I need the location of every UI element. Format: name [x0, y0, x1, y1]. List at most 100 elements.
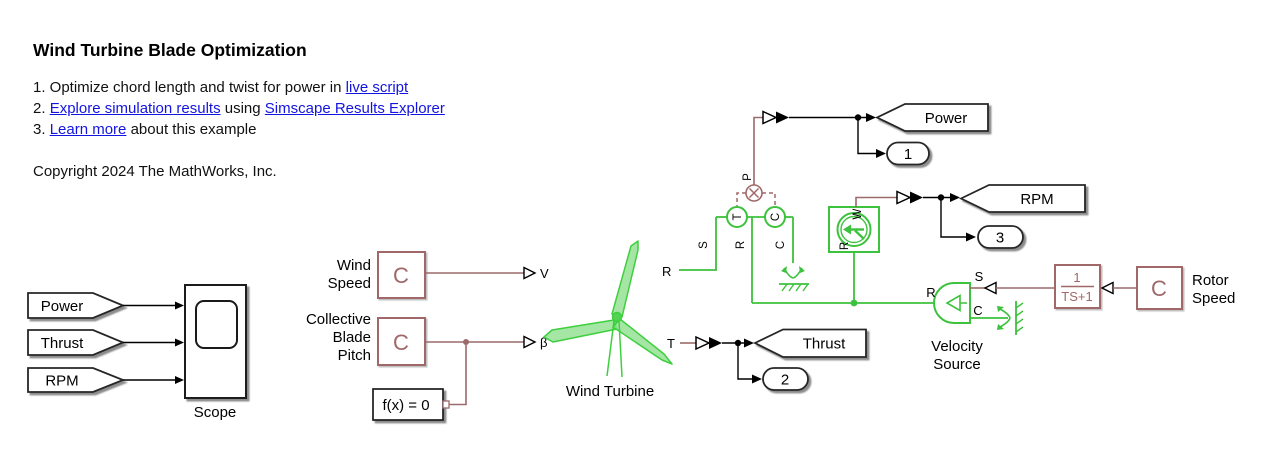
ps-simulink-converter[interactable]: [695, 335, 722, 351]
filter-numerator: 1: [1073, 270, 1080, 285]
gauge-icon: [840, 215, 868, 244]
from-tag-rpm[interactable]: RPM: [27, 367, 126, 393]
arrowhead: [175, 301, 184, 310]
motion-sensor-port-w-label: W: [852, 208, 864, 219]
outport-2-label: 2: [781, 372, 789, 389]
pitch-source-block[interactable]: C: [377, 317, 426, 366]
junction-dot: [463, 339, 469, 345]
link-learn-more[interactable]: Learn more: [49, 121, 127, 138]
arrowhead: [966, 232, 976, 242]
turbine-port-t-label: T: [667, 336, 675, 351]
mechanical-connection-line: [679, 217, 717, 271]
goto-tag-thrust[interactable]: Thrust: [752, 328, 867, 358]
rotor-speed-source-block[interactable]: C: [1136, 266, 1183, 310]
scope-label: Scope: [194, 404, 237, 421]
description-line-3: 3. Learn more about this example: [33, 119, 445, 140]
sensor-port-r-label: R: [735, 241, 747, 249]
scope-block[interactable]: Scope: [184, 284, 247, 421]
sensor-port-p-label: P: [742, 173, 754, 181]
turbine-blade-icon: [611, 240, 639, 318]
pitch-label-line3: Pitch: [338, 347, 371, 364]
wind-speed-label-line2: Speed: [328, 275, 371, 292]
velocity-source-port-s-label: S: [975, 269, 984, 284]
link-live-script[interactable]: live script: [345, 79, 409, 96]
goto-tag-rpm[interactable]: RPM: [958, 184, 1086, 213]
from-tag-thrust[interactable]: Thrust: [27, 329, 126, 356]
description-line-1: 1. Optimize chord length and twist for p…: [33, 77, 445, 98]
motion-sensor-port-r-label: R: [839, 242, 851, 250]
velocity-sensor-icon: [764, 206, 786, 228]
velocity-sensor-letter: C: [770, 213, 782, 221]
physical-signal-line: [753, 116, 763, 185]
turbine-blade-icon: [543, 319, 618, 343]
outport-2[interactable]: 2: [762, 367, 809, 391]
description-line-2: 2. Explore simulation results using Sims…: [33, 98, 445, 119]
arrowhead: [866, 113, 876, 122]
turbine-tower-icon: [618, 320, 623, 378]
rotor-speed-label-line1: Rotor: [1192, 272, 1229, 289]
controlled-source-letter: C: [393, 330, 409, 355]
goto-tag-thrust-label: Thrust: [803, 336, 846, 353]
solver-label: f(x) = 0: [382, 397, 429, 414]
sensor-dashed-link: [736, 192, 776, 206]
scope-screen-icon: [195, 300, 238, 349]
model-title: Wind Turbine Blade Optimization: [33, 40, 307, 60]
wind-turbine-block[interactable]: [543, 240, 673, 378]
link-results-explorer[interactable]: Simscape Results Explorer: [264, 100, 445, 117]
link-explore-results[interactable]: Explore simulation results: [49, 100, 221, 117]
turbine-blade-icon: [612, 318, 673, 365]
solver-configuration-block[interactable]: f(x) = 0: [372, 388, 450, 421]
wind-speed-label-line1: Wind: [337, 257, 371, 274]
power-sensor-block[interactable]: T C P S R C: [698, 173, 794, 303]
gauge-needle-icon: [843, 224, 851, 235]
outport-1-label: 1: [904, 146, 912, 163]
outport-3-label: 3: [996, 230, 1004, 247]
outport-1[interactable]: 1: [886, 141, 930, 166]
rotational-reference-icon[interactable]: [997, 301, 1024, 335]
text-segment: about this example: [126, 121, 257, 138]
torque-sensor-letter: T: [732, 213, 744, 220]
wind-speed-source-block[interactable]: C: [377, 251, 426, 299]
arrowhead: [175, 376, 184, 384]
arrowhead: [950, 193, 960, 202]
controlled-source-letter: C: [393, 263, 409, 288]
port-triangle-icon: [1100, 281, 1114, 295]
text-segment: 2.: [33, 100, 50, 117]
velocity-source-block[interactable]: R S C: [926, 269, 984, 324]
outport-3[interactable]: 3: [977, 225, 1024, 249]
goto-tag-power-label: Power: [925, 110, 968, 127]
signal-line: [857, 117, 876, 155]
goto-tag-power[interactable]: Power: [874, 103, 989, 132]
controlled-source-letter: C: [1151, 276, 1167, 301]
ps-simulink-converter[interactable]: [896, 190, 923, 205]
from-tag-thrust-label: Thrust: [41, 335, 84, 352]
text-segment: using: [220, 100, 265, 117]
sensor-port-c-label: C: [775, 241, 787, 249]
filter-denominator: TS+1: [1061, 289, 1092, 304]
rotor-speed-label-line2: Speed: [1192, 290, 1235, 307]
from-tag-power[interactable]: Power: [27, 292, 126, 319]
port-triangle-icon: [983, 281, 997, 295]
from-tag-power-label: Power: [41, 298, 84, 315]
sensor-port-s-label: S: [698, 241, 710, 249]
rotational-reference-icon[interactable]: [779, 266, 809, 292]
velocity-source-label-line1: Velocity: [931, 338, 983, 355]
velocity-source-label-line2: Source: [933, 356, 981, 373]
arrowhead: [175, 338, 184, 347]
low-pass-filter-block[interactable]: 1 TS+1: [1054, 264, 1101, 309]
goto-tag-rpm-label: RPM: [1020, 191, 1053, 208]
wind-turbine-label: Wind Turbine: [566, 383, 654, 400]
solver-port-icon: [442, 400, 450, 409]
ps-simulink-converter[interactable]: [762, 110, 789, 125]
motion-sensor-block[interactable]: W R: [828, 206, 880, 253]
signal-line: [737, 343, 752, 380]
port-triangle-icon: [523, 266, 537, 280]
arrowhead: [744, 338, 754, 348]
text-segment: 1. Optimize chord length and twist for p…: [33, 79, 346, 96]
text-segment: 3.: [33, 121, 50, 138]
port-triangle-icon: [523, 335, 537, 349]
arrowhead: [752, 374, 762, 384]
turbine-port-r-label: R: [662, 264, 671, 279]
